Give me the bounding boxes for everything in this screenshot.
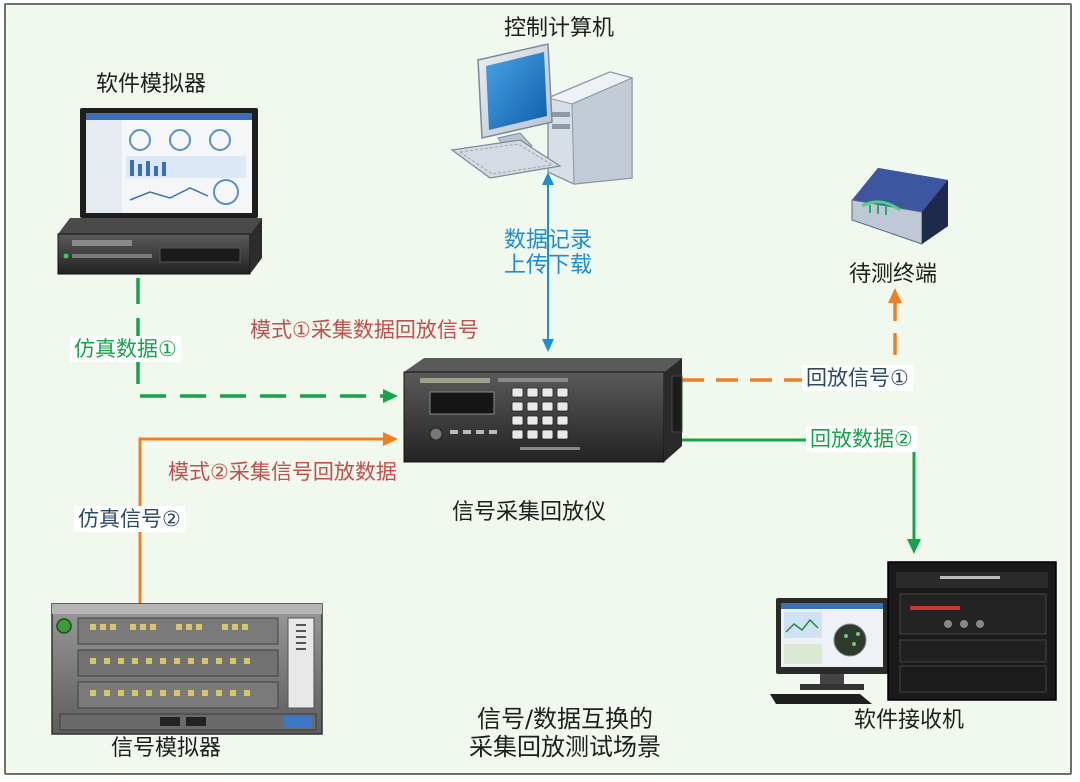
signal-simulator-label: 信号模拟器: [111, 736, 222, 761]
scene-title-line2: 采集回放测试场景: [469, 732, 661, 761]
signal-simulator-chassis-icon: [51, 603, 323, 735]
data-record-label-line1: 数据记录: [503, 228, 592, 253]
data-record-label: 数据记录 上传下载: [496, 228, 600, 279]
software-receiver-label: 软件接收机: [854, 708, 965, 733]
mode1-label: 模式①采集数据回放信号: [250, 318, 479, 342]
software-simulator-workstation-icon: [57, 108, 262, 275]
desktop-computer-icon: [450, 43, 634, 185]
control-computer-label: 控制计算机: [504, 16, 615, 41]
receiver-rack-icon: [770, 561, 1057, 704]
scene-title: 信号/数据互换的 采集回放测试场景: [430, 705, 700, 761]
data-record-label-line2: 上传下载: [503, 253, 592, 279]
software-simulator-label: 软件模拟器: [96, 72, 207, 97]
signal-recorder-device-icon: [403, 358, 683, 463]
playback-data-label: 回放数据②: [806, 426, 917, 453]
sim-data-label: 仿真数据①: [70, 336, 181, 363]
mode2-label: 模式②采集信号回放数据: [168, 460, 397, 484]
link-data-record: [542, 172, 554, 352]
link-playback-data: [648, 438, 921, 554]
recorder-label: 信号采集回放仪: [452, 500, 607, 525]
network-terminal-icon: [851, 168, 948, 245]
scene-title-line1: 信号/数据互换的: [476, 705, 654, 733]
sim-signal-label: 仿真信号②: [74, 506, 185, 533]
link-sim-signal: [138, 432, 398, 604]
terminal-under-test-label: 待测终端: [849, 262, 938, 287]
playback-signal-label: 回放信号①: [802, 365, 913, 392]
link-sim-data: [136, 278, 398, 403]
